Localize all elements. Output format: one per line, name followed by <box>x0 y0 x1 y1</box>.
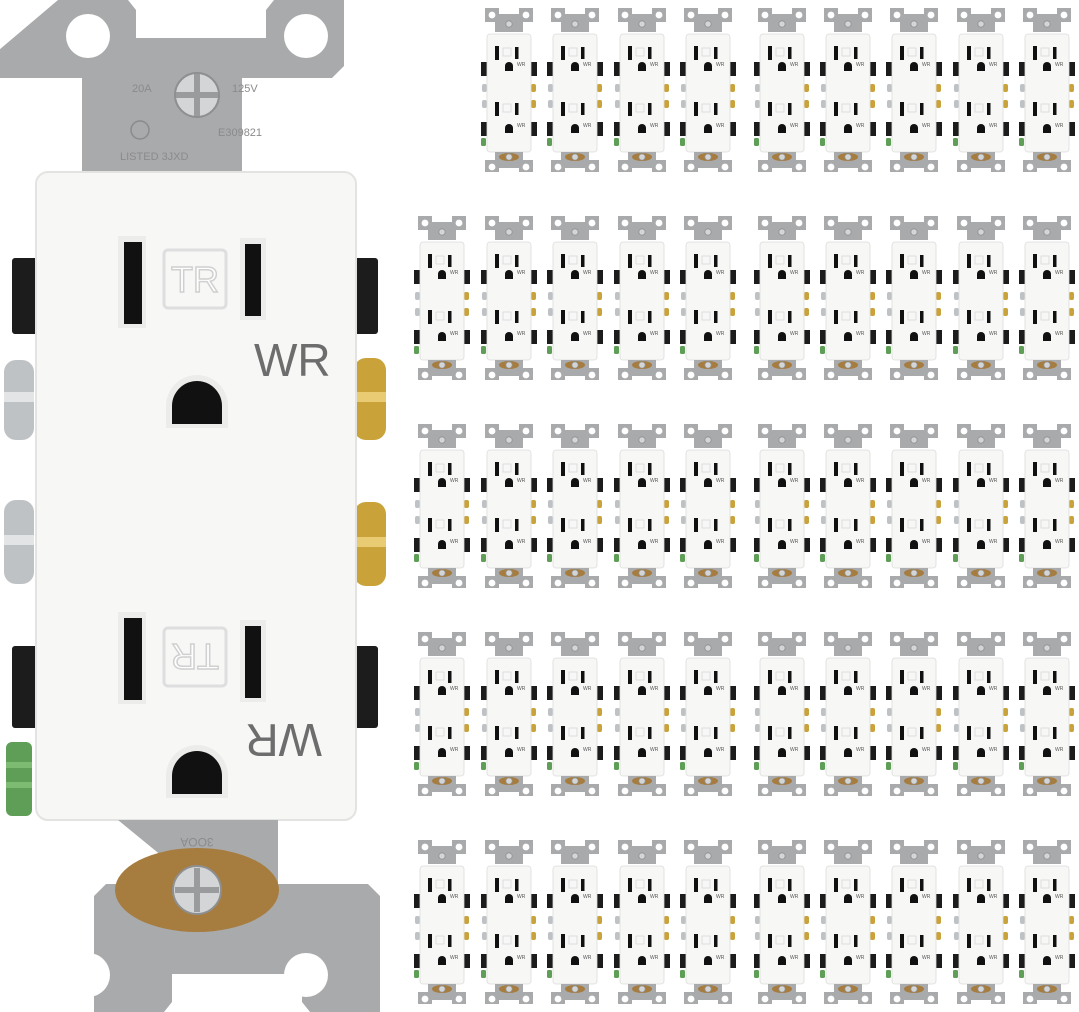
small-receptacle <box>885 423 943 589</box>
small-receptacle <box>952 423 1010 589</box>
small-receptacle <box>952 7 1010 173</box>
side-bracket-right-top <box>354 258 378 334</box>
small-receptacle <box>952 631 1010 797</box>
small-receptacle <box>613 839 671 1005</box>
lower-outlet: TR WR <box>118 612 322 798</box>
strap-hole-right <box>284 14 328 58</box>
weather-label-top: WR <box>254 334 331 386</box>
small-receptacle <box>613 7 671 173</box>
ground-screw <box>6 742 32 816</box>
small-receptacle <box>885 7 943 173</box>
strap-hole-left <box>66 14 110 58</box>
small-receptacle <box>613 631 671 797</box>
rating-amps: 20A <box>132 83 152 95</box>
brass-terminal-screw-bottom <box>354 502 386 586</box>
small-receptacle <box>480 423 538 589</box>
small-receptacle <box>885 631 943 797</box>
small-receptacle <box>413 215 471 381</box>
small-receptacle <box>480 839 538 1005</box>
small-receptacle <box>753 423 811 589</box>
small-receptacle <box>1018 215 1076 381</box>
ground-hole-bottom <box>172 751 222 794</box>
small-receptacle <box>819 215 877 381</box>
side-bracket-right-bottom <box>354 646 378 728</box>
small-receptacle <box>1018 839 1076 1005</box>
listing-text: LISTED 3JXD <box>120 151 189 163</box>
silver-terminal-screw-bottom <box>4 500 34 584</box>
small-receptacle <box>1018 7 1076 173</box>
top-screw <box>174 72 220 118</box>
small-receptacle <box>480 7 538 173</box>
bottom-screw <box>172 865 222 915</box>
top-mounting-strap: 20A 125V E309821 LISTED 3JXD <box>0 0 344 178</box>
tamper-label-top: TR <box>171 259 219 300</box>
brass-terminal-screw-top <box>354 358 386 440</box>
small-receptacle <box>1018 423 1076 589</box>
small-receptacle <box>546 839 604 1005</box>
small-receptacle <box>885 215 943 381</box>
small-receptacle <box>546 7 604 173</box>
small-receptacle <box>819 7 877 173</box>
rating-volts: 125V <box>232 83 258 95</box>
small-receptacle <box>413 631 471 797</box>
small-receptacle <box>753 215 811 381</box>
neutral-slot <box>124 242 142 324</box>
ul-logo-icon <box>130 120 150 140</box>
small-receptacle <box>1018 631 1076 797</box>
small-receptacle <box>753 7 811 173</box>
small-receptacle <box>952 839 1010 1005</box>
neutral-slot-lower <box>124 618 142 700</box>
weather-label-bottom: WR <box>245 714 322 766</box>
strap-hole-bottom-right <box>284 953 328 997</box>
tamper-label-bottom: TR <box>171 636 219 677</box>
small-receptacle <box>413 423 471 589</box>
small-receptacle <box>480 631 538 797</box>
cert-number: E309821 <box>218 127 262 139</box>
small-receptacle <box>613 423 671 589</box>
ground-hole-top <box>172 381 222 424</box>
hot-slot-lower <box>245 626 261 698</box>
silver-terminal-screw-top <box>4 360 34 440</box>
strap-hole-bottom-left <box>66 953 110 997</box>
small-receptacle <box>546 215 604 381</box>
small-receptacle <box>679 631 737 797</box>
bottom-mounting-strap: 3OOA <box>66 820 380 1012</box>
upper-outlet: TR WR <box>118 236 331 428</box>
side-bracket-left-top <box>12 258 38 334</box>
small-receptacle <box>679 7 737 173</box>
small-receptacle <box>480 215 538 381</box>
small-receptacle <box>679 215 737 381</box>
small-receptacle <box>885 839 943 1005</box>
small-receptacle <box>819 423 877 589</box>
small-receptacle <box>753 839 811 1005</box>
small-receptacle <box>819 839 877 1005</box>
main-receptacle: 20A 125V E309821 LISTED 3JXD <box>0 0 386 1012</box>
side-bracket-left-bottom <box>12 646 38 728</box>
bottom-strap-label: 3OOA <box>180 835 213 849</box>
small-receptacle <box>613 215 671 381</box>
small-receptacle <box>413 839 471 1005</box>
small-receptacle <box>546 631 604 797</box>
small-receptacle <box>546 423 604 589</box>
small-receptacle <box>819 631 877 797</box>
small-receptacle <box>952 215 1010 381</box>
small-receptacle <box>679 423 737 589</box>
hot-slot <box>245 244 261 316</box>
small-receptacle <box>679 839 737 1005</box>
small-receptacle <box>753 631 811 797</box>
receptacle-grid <box>413 7 1076 1005</box>
